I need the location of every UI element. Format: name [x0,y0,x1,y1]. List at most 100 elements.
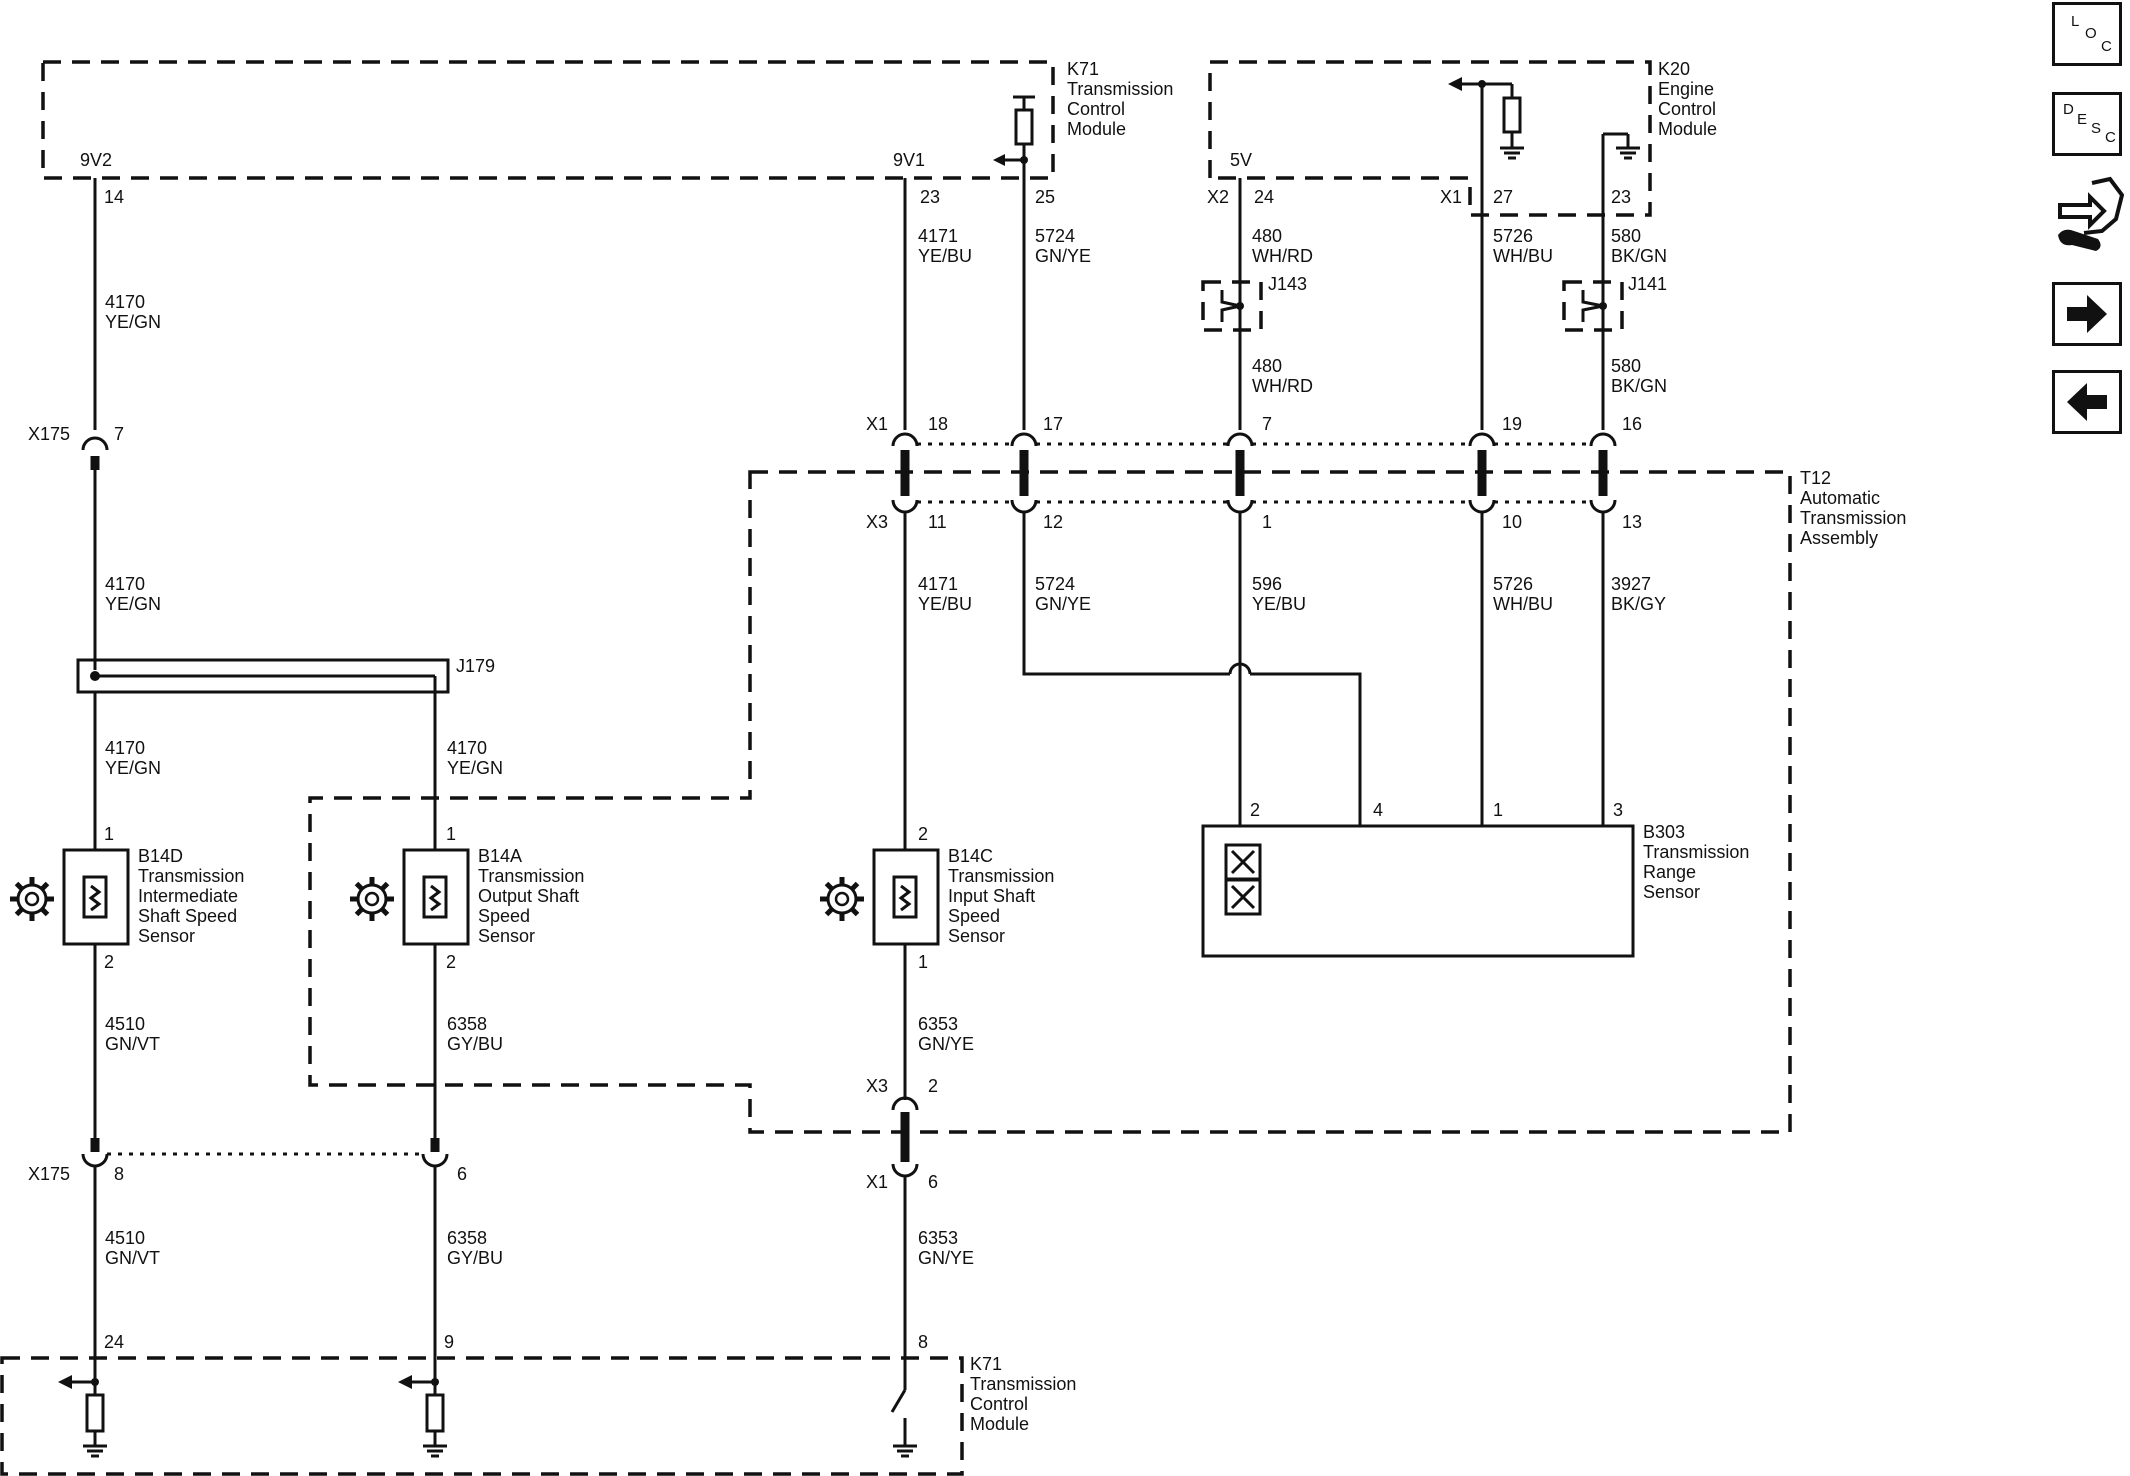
k71-bottom-pin-24: 24 [104,1332,124,1352]
svg-text:5724: 5724 [1035,574,1075,594]
svg-text:2: 2 [918,824,928,844]
svg-text:5726: 5726 [1493,226,1533,246]
svg-text:2: 2 [446,952,456,972]
wire-label-5726-a: 5726 WH/BU [1493,226,1553,266]
x1-pin-19: 19 [1502,414,1522,434]
svg-text:2: 2 [104,952,114,972]
wire-label-5726-b: 5726 WH/BU [1493,574,1553,614]
wire-label-480-a: 480 WH/RD [1252,226,1313,266]
x1-pin-17: 17 [1043,414,1063,434]
svg-text:YE/BU: YE/BU [918,594,972,614]
svg-text:Module: Module [970,1414,1029,1434]
svg-text:Control: Control [970,1394,1028,1414]
svg-text:Shaft Speed: Shaft Speed [138,906,237,926]
svg-text:GN/YE: GN/YE [1035,246,1091,266]
svg-text:1: 1 [446,824,456,844]
svg-text:B303: B303 [1643,822,1685,842]
svg-text:Sensor: Sensor [1643,882,1700,902]
previous-page-button[interactable] [2052,370,2122,434]
wire-label-6353-a: 6353 GN/YE [918,1014,974,1054]
desc-letter-c: C [2105,129,2116,146]
k71-top-module-boundary [41,60,1055,180]
svg-text:Intermediate: Intermediate [138,886,238,906]
k71-bottom-switch-8 [890,1358,917,1458]
svg-text:Transmission: Transmission [948,866,1054,886]
wire-label-596: 596 YE/BU [1252,574,1306,614]
desc-letter-e: E [2077,111,2088,128]
x1-b14c-pin: 6 [928,1172,938,1192]
k71-bottom-pin-9: 9 [444,1332,454,1352]
gear-icon [10,877,54,921]
svg-text:5724: 5724 [1035,226,1075,246]
x3-pin-12: 12 [1043,512,1063,532]
svg-text:Sensor: Sensor [948,926,1005,946]
svg-text:GN/YE: GN/YE [918,1034,974,1054]
x1-pin-16: 16 [1622,414,1642,434]
b303-sensor: 2 4 1 3 [1201,800,1635,958]
wire-label-4170-a: 4170 YE/GN [105,292,161,332]
svg-text:4510: 4510 [105,1014,145,1034]
svg-text:K71: K71 [970,1354,1002,1374]
description-button[interactable]: D E S C [2052,92,2122,156]
connector-tool-icon[interactable] [2052,175,2124,255]
svg-text:BK/GN: BK/GN [1611,376,1667,396]
k20-ground-23 [1601,132,1640,230]
svg-text:4: 4 [1373,800,1383,820]
gear-icon [820,877,864,921]
svg-text:Transmission: Transmission [1067,79,1173,99]
j179-label: J179 [456,656,495,676]
svg-text:T12: T12 [1800,468,1831,488]
arrow-right-icon [2067,295,2107,333]
x3-pin-10: 10 [1502,512,1522,532]
x3-connector-row [891,499,1617,514]
pin-9v2: 9V2 [80,150,112,170]
svg-text:Control: Control [1658,99,1716,119]
x3-pin-1: 1 [1262,512,1272,532]
t12-assembly-boundary [308,470,1792,1134]
svg-text:6353: 6353 [918,1228,958,1248]
svg-text:GN/VT: GN/VT [105,1034,160,1054]
svg-text:Engine: Engine [1658,79,1714,99]
svg-text:BK/GN: BK/GN [1611,246,1667,266]
svg-text:Transmission: Transmission [478,866,584,886]
k71-bottom-pulldown-24 [58,1375,107,1458]
svg-text:4170: 4170 [447,738,487,758]
svg-text:580: 580 [1611,356,1641,376]
x1-connector-row [891,432,1617,447]
gear-icon [350,877,394,921]
svg-text:Transmission: Transmission [1643,842,1749,862]
svg-text:WH/RD: WH/RD [1252,376,1313,396]
next-page-button[interactable] [2052,282,2122,346]
k71-bottom-module-boundary [0,1356,964,1476]
svg-text:YE/BU: YE/BU [1252,594,1306,614]
svg-text:GY/BU: GY/BU [447,1034,503,1054]
k71-pullup-resistor [993,95,1035,166]
b14c-label: B14C Transmission Input Shaft Speed Sens… [948,846,1054,946]
svg-text:GY/BU: GY/BU [447,1248,503,1268]
x175-bottom-id: X175 [28,1164,70,1184]
b14d-label: B14D Transmission Intermediate Shaft Spe… [138,846,244,946]
j143-label: J143 [1268,274,1307,294]
svg-text:6353: 6353 [918,1014,958,1034]
wire-label-4170-c: 4170 YE/GN [105,738,161,778]
svg-text:6358: 6358 [447,1228,487,1248]
desc-letter-d: D [2063,101,2074,118]
svg-text:Module: Module [1658,119,1717,139]
b14d-sensor: 1 2 [62,824,130,972]
location-button[interactable]: L O C [2052,2,2122,66]
svg-text:Automatic: Automatic [1800,488,1880,508]
wire-label-4510-b: 4510 GN/VT [105,1228,160,1268]
x1-pin-7: 7 [1262,414,1272,434]
svg-text:2: 2 [1250,800,1260,820]
svg-text:YE/GN: YE/GN [105,758,161,778]
loc-letter-l: L [2071,13,2080,30]
svg-text:Sensor: Sensor [138,926,195,946]
wire-label-4171-b: 4171 YE/BU [918,574,972,614]
svg-text:YE/GN: YE/GN [447,758,503,778]
x3-pin-13: 13 [1622,512,1642,532]
svg-text:WH/RD: WH/RD [1252,246,1313,266]
wire-label-480-b: 480 WH/RD [1252,356,1313,396]
wire-label-580-b: 580 BK/GN [1611,356,1667,396]
pin-23: 23 [920,187,940,207]
pin-24-k20: 24 [1254,187,1274,207]
